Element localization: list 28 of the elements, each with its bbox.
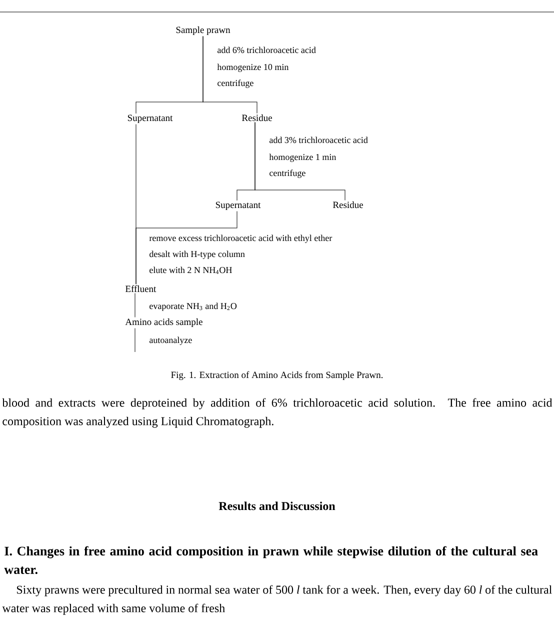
section-heading: Results and Discussion xyxy=(218,502,336,510)
subsection-heading: I. Changes in free amino acid composition in prawn while stepwise dilution of the cultural sea water. xyxy=(4,546,538,574)
connector-line xyxy=(136,210,238,284)
step-label: Residue xyxy=(332,201,363,208)
step-text: homogenize 10 min xyxy=(217,64,289,72)
step-text: homogenize 1 min xyxy=(269,154,336,162)
step-text: desalt with H-type column xyxy=(150,250,245,259)
step-label: Amino acids sample xyxy=(125,318,202,328)
connector-line xyxy=(134,328,136,352)
step-text: evaporate NH$_{3}$ and H$_{2}$O xyxy=(150,302,237,311)
step-label: Supernatant xyxy=(128,114,173,124)
step-text: elute with 2 N NH$_{4}$OH xyxy=(150,266,232,274)
connector-line xyxy=(202,36,258,114)
step-label: Sample prawn xyxy=(176,26,230,36)
figure-caption: Fig. 1. Extraction of Amino Acids from Sample Prawn. xyxy=(171,371,383,380)
step-label: Effluent xyxy=(125,285,156,292)
step-text: add 3% trichloroacetic acid xyxy=(270,136,368,144)
step-label: Supernatant xyxy=(216,202,261,210)
step-text: centrifuge xyxy=(218,80,254,88)
connector-line xyxy=(134,293,136,318)
body-text: Sixty prawns were precultured in normal sea water of 500 l tank for a week. Then, every day 60 l of the cultural water was replaced with same volume of fresh xyxy=(2,585,552,615)
step-text: add 6% trichloroacetic acid xyxy=(218,46,316,54)
connector-line xyxy=(254,122,346,200)
step-text: centrifuge xyxy=(270,170,306,178)
step-text: remove excess trichloroacetic acid with ethyl ether xyxy=(149,234,332,243)
body-text: blood and extracts were deproteined by addition of 6% trichloroacetic acid solution. The free amino acid composition was analyzed using Liquid Chromatograph. xyxy=(2,398,552,428)
step-text: autoanalyze xyxy=(150,336,192,345)
step-label: Residue xyxy=(242,114,272,122)
